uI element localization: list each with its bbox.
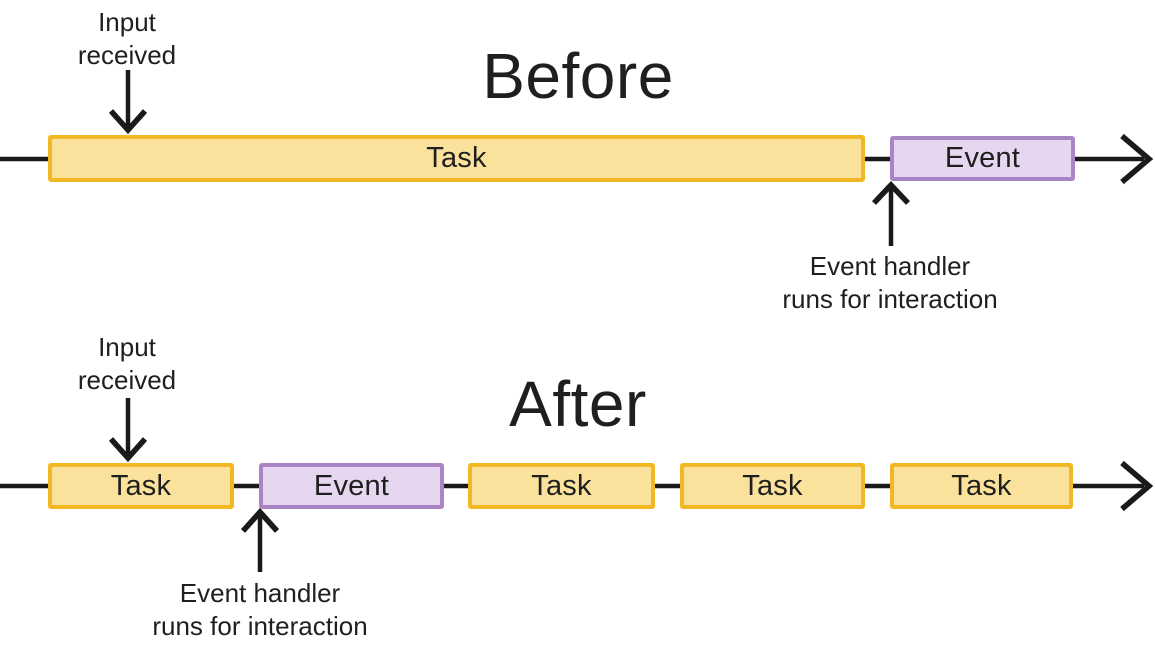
task-box-after-2: Task — [468, 463, 655, 509]
task-box-after-1: Task — [48, 463, 234, 509]
before-title: Before — [482, 40, 674, 112]
task-box-label: Task — [426, 142, 487, 174]
task-box-label: Task — [951, 469, 1012, 502]
event-box-label: Event — [313, 469, 390, 502]
task-box-after-4: Task — [890, 463, 1073, 509]
timeline-arrowhead-icon-after — [1120, 460, 1154, 512]
event-box-after: Event — [259, 463, 444, 509]
task-box-label: Task — [531, 469, 592, 502]
after-title: After — [509, 368, 647, 440]
event-handler-label-before: Event handler runs for interaction — [782, 251, 998, 314]
event-box-before: Event — [890, 136, 1075, 181]
event-box-label: Event — [944, 142, 1021, 174]
handler-arrowhead-icon-before — [872, 180, 910, 205]
input-received-label-before: Input received — [77, 7, 177, 70]
input-received-label-after: Input received — [77, 332, 177, 395]
timeline-arrowhead-icon-before — [1120, 133, 1154, 185]
input-arrowhead-icon-before — [108, 109, 148, 135]
task-box-label: Task — [110, 469, 172, 502]
input-arrowhead-icon-after — [108, 437, 148, 463]
task-box-after-3: Task — [680, 463, 865, 509]
task-box-before: Task — [48, 135, 865, 182]
task-box-label: Task — [742, 469, 803, 502]
handler-arrowhead-icon-after — [240, 507, 280, 533]
event-handler-label-after: Event handler runs for interaction — [152, 578, 368, 641]
